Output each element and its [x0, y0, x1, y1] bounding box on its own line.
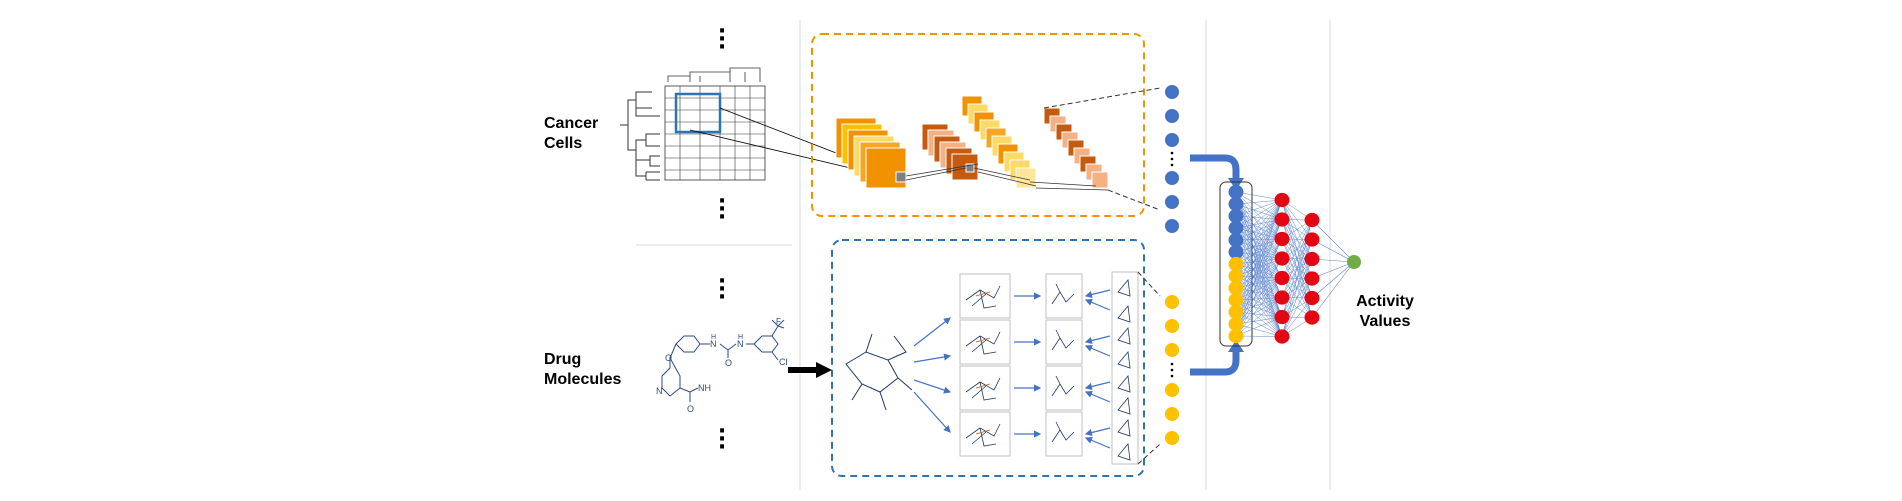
- cancer-cells-label: Cancer Cells: [544, 115, 599, 152]
- concat-arrow-top: [1190, 154, 1240, 180]
- hidden-node: [1304, 271, 1320, 286]
- ellipsis-cnn-vector: [1170, 151, 1174, 167]
- gcn-layer-2: [1045, 273, 1083, 457]
- concat-node: [1228, 184, 1244, 200]
- gcn-layer-1: [959, 273, 1011, 457]
- hidden-node: [1304, 290, 1320, 306]
- cl-atom: Cl: [779, 357, 788, 367]
- n-atom-1: N: [710, 339, 717, 349]
- hidden-node: [1274, 329, 1290, 344]
- hidden-node: [1304, 310, 1320, 325]
- concat-nodes: [1228, 184, 1244, 344]
- concat-arrow-bottom: [1190, 350, 1240, 376]
- ellipsis-gcn-vector: [1170, 362, 1174, 378]
- drug-molecule-structure: N H O N H Cl F O NH O N: [656, 317, 788, 414]
- cnn-branch-box: [811, 33, 1145, 217]
- hidden-node: [1274, 251, 1290, 266]
- concat-node: [1228, 280, 1244, 296]
- hidden-node: [1274, 290, 1290, 305]
- n-atom-2: N: [737, 339, 744, 349]
- concat-node: [1228, 232, 1244, 248]
- nh-atom: NH: [698, 383, 711, 393]
- h-atom-1: H: [711, 334, 716, 341]
- hidden-node: [1274, 212, 1290, 227]
- hidden-node: [1274, 192, 1290, 208]
- conv-layer-3: [961, 95, 1037, 189]
- hidden-layer-2: [1304, 212, 1320, 325]
- concat-node: [1228, 196, 1244, 212]
- drug-molecules-label: Drug Molecules: [544, 351, 622, 388]
- hidden-node: [1304, 232, 1320, 247]
- o-atom-amide: O: [687, 404, 694, 414]
- right-arrow-icon: [788, 362, 832, 378]
- hidden-node: [1304, 251, 1320, 267]
- cell-line-dendrogram: [620, 91, 660, 181]
- hidden-node: [1274, 270, 1290, 286]
- concat-node: [1228, 316, 1244, 332]
- f-atom: F: [776, 317, 781, 326]
- cell-feature-vector: [1165, 85, 1179, 233]
- conv-layer-4: [1043, 107, 1109, 189]
- activity-values-label: Activity Values: [1356, 293, 1414, 330]
- concat-node: [1228, 268, 1244, 284]
- ellipsis-cells-bottom-icon: ···: [717, 189, 727, 230]
- expression-matrix: [664, 67, 766, 181]
- output-node: [1347, 255, 1361, 269]
- o-atom-ether: O: [665, 353, 672, 363]
- concat-node: [1228, 208, 1244, 224]
- n-atom-ring: N: [656, 386, 663, 396]
- concat-node: [1228, 244, 1244, 260]
- gcn-branch-box: [831, 239, 1145, 477]
- hidden-layer-1: [1274, 192, 1290, 344]
- concat-node: [1228, 304, 1244, 320]
- hidden-node: [1274, 309, 1290, 325]
- hidden-node: [1274, 231, 1290, 247]
- concat-node: [1228, 292, 1244, 308]
- molecule-graph-input: [845, 333, 913, 411]
- h-atom-2: H: [738, 334, 743, 341]
- o-atom-urea: O: [725, 358, 732, 368]
- drug-feature-vector: [1165, 295, 1179, 445]
- ellipsis-drugs-top-icon: ···: [717, 269, 727, 310]
- hidden-node: [1304, 212, 1320, 228]
- conv-layer-1: [835, 117, 907, 189]
- ellipsis-top-icon: ···: [717, 19, 727, 60]
- ellipsis-drugs-bottom-icon: ···: [717, 419, 727, 460]
- fc-connections: [1235, 191, 1283, 337]
- concat-node: [1228, 220, 1244, 236]
- concat-node: [1228, 256, 1244, 272]
- gcn-layer-3: [1111, 271, 1139, 465]
- concat-node: [1228, 328, 1244, 344]
